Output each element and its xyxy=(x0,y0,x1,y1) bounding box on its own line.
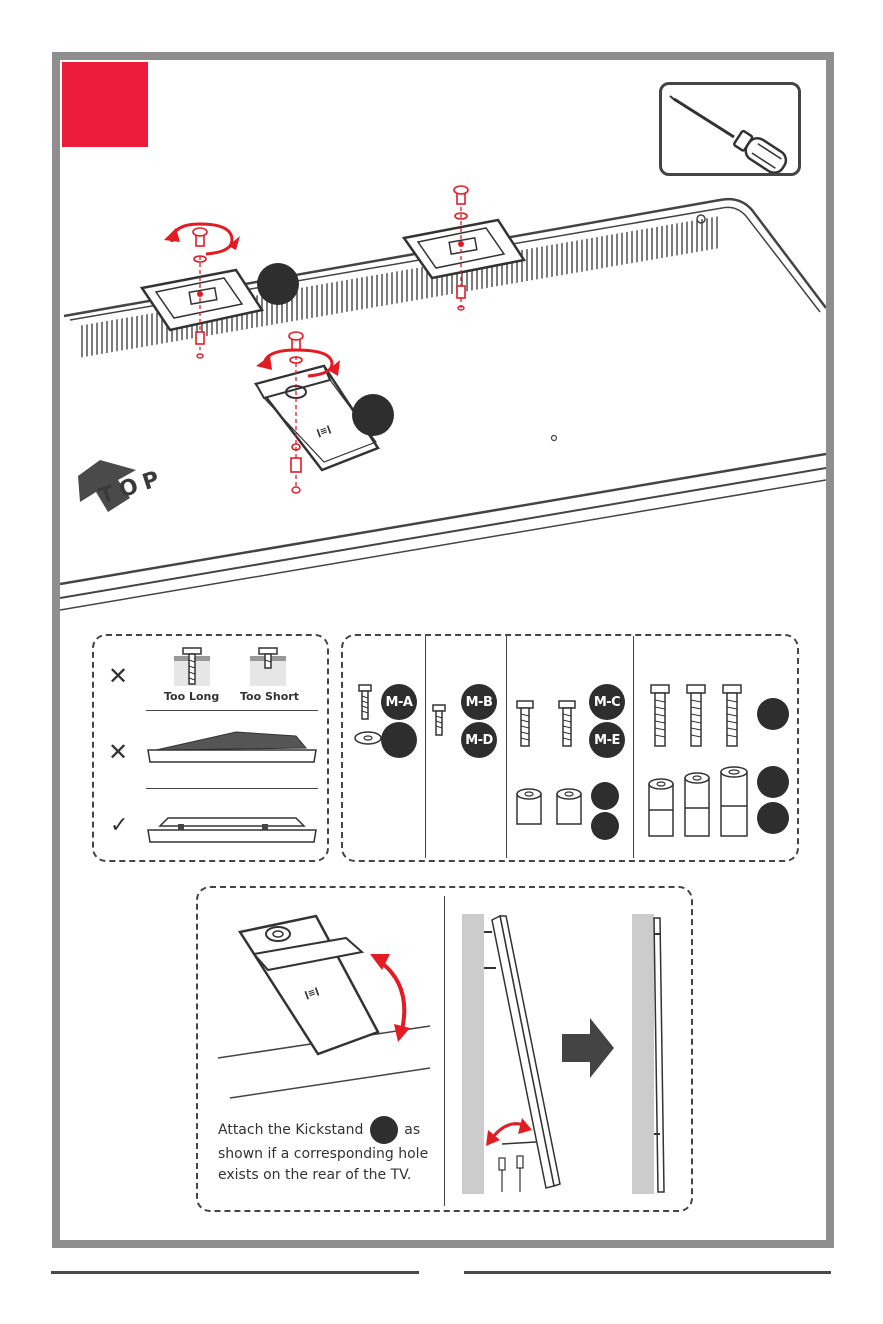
screw-icon xyxy=(649,684,671,748)
parts-panel: M-A M-B M-D M-C M-E xyxy=(341,634,799,862)
part-badge-m-e: M-E xyxy=(589,722,625,758)
callout-badge xyxy=(352,394,394,436)
callout-badge xyxy=(757,802,789,834)
screw-icon xyxy=(515,700,535,748)
screw-too-long-icon xyxy=(172,644,212,690)
part-badge-m-d: M-D xyxy=(461,722,497,758)
kickstand-fold-illustration: ǀ≡ǀ xyxy=(206,908,438,1108)
screwdriver-icon xyxy=(662,85,798,173)
screw-too-short-icon xyxy=(248,644,288,690)
tool-box xyxy=(659,82,801,176)
callout-badge xyxy=(381,722,417,758)
callout-badge xyxy=(757,766,789,798)
wall-mount-illustration xyxy=(456,908,692,1198)
screw-icon xyxy=(557,700,577,748)
column-divider xyxy=(633,636,634,858)
part-badge-m-a: M-A xyxy=(381,684,417,720)
screw-icon xyxy=(357,684,373,720)
spacer-icon xyxy=(515,788,543,828)
kickstand-panel: ǀ≡ǀ Attach the Kickstand as shown if a c… xyxy=(196,886,693,1212)
part-badge-m-b: M-B xyxy=(461,684,497,720)
divider xyxy=(146,788,318,789)
footer-rule-left xyxy=(51,1271,419,1274)
bracket-tilted-icon xyxy=(146,720,322,770)
callout-badge xyxy=(591,812,619,840)
tv-rear-illustration: ǀ≡ǀ xyxy=(60,180,826,620)
callout-badge xyxy=(257,263,299,305)
divider xyxy=(146,710,318,711)
step-marker xyxy=(62,62,148,147)
wrong-mark-icon: ✕ xyxy=(108,738,128,767)
callout-badge xyxy=(591,782,619,810)
screw-icon xyxy=(721,684,743,748)
check-mark-icon: ✓ xyxy=(110,812,128,838)
callout-badge xyxy=(757,698,789,730)
too-long-label: Too Long xyxy=(164,690,219,703)
bracket-flat-icon xyxy=(146,800,322,850)
kickstand-caption: Attach the Kickstand as shown if a corre… xyxy=(218,1116,438,1186)
part-badge-m-c: M-C xyxy=(589,684,625,720)
callout-badge xyxy=(370,1116,398,1144)
wrong-mark-icon: ✕ xyxy=(108,662,128,691)
spacer-icon xyxy=(555,788,583,828)
screw-icon xyxy=(431,704,447,736)
screw-check-panel: ✕ ✕ ✓ Too Long Too Short xyxy=(92,634,329,862)
washer-icon xyxy=(353,730,383,746)
spacer-icon xyxy=(683,772,711,838)
column-divider xyxy=(506,636,507,858)
too-short-label: Too Short xyxy=(240,690,299,703)
spacer-icon xyxy=(719,766,749,838)
screw-icon xyxy=(685,684,707,748)
footer-rule-right xyxy=(464,1271,831,1274)
spacer-icon xyxy=(647,778,675,838)
column-divider xyxy=(425,636,426,858)
panel-divider xyxy=(444,896,445,1206)
